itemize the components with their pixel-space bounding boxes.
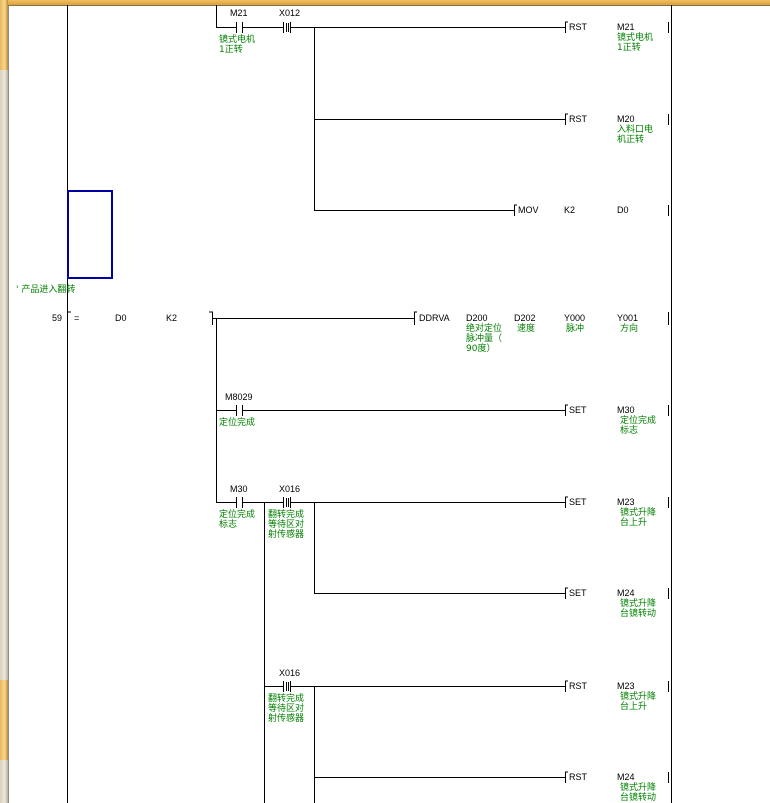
contact-label-x012[interactable]: X012 — [279, 8, 301, 18]
coil-comment-m21: 镜式电机 1正转 — [617, 33, 654, 53]
contact-comment-x016-b: 翻转完成 等待区对 射传感器 — [268, 694, 305, 724]
frame-accent-mid — [0, 680, 8, 760]
coil-device-m23-rst[interactable]: M23 — [617, 681, 635, 691]
coil-bracket-rst-m21 — [565, 21, 568, 33]
coil-device-m24-set[interactable]: M24 — [617, 588, 635, 598]
contact-label-x016-a[interactable]: X016 — [279, 484, 301, 494]
coil-comment-m24-rst: 镜式升降 台镜转动 — [620, 783, 657, 803]
contact-comment-x016-a: 翻转完成 等待区对 射传感器 — [268, 510, 305, 540]
step-number: 59 — [51, 313, 62, 323]
compare-arg2: K2 — [166, 313, 178, 323]
ddrva-op-y001[interactable]: Y001 — [617, 313, 639, 323]
coil-instr-set-m23[interactable]: SET — [569, 497, 587, 507]
coil-comment-m20: 入料口电 机正转 — [617, 125, 654, 145]
ddrva-comment-y001: 方向 — [620, 324, 639, 334]
ddrva-comment-d200: 绝对定位 脉冲量（ 90度） — [466, 324, 503, 354]
coil-instr-set-m30[interactable]: SET — [569, 405, 587, 415]
ddrva-op-d202[interactable]: D202 — [514, 313, 536, 323]
contact-comment-m30: 定位完成 标志 — [219, 510, 256, 530]
compare-operator: = — [74, 313, 80, 323]
coil-device-m21[interactable]: M21 — [617, 22, 635, 32]
contact-label-m30[interactable]: M30 — [230, 484, 248, 494]
contact-comment-m8029: 定位完成 — [219, 418, 256, 428]
ddrva-comment-y000: 脉冲 — [566, 324, 585, 334]
statement-comment: ' 产品进入翻转 — [16, 285, 76, 295]
coil-device-m30[interactable]: M30 — [617, 405, 635, 415]
coil-device-m20[interactable]: M20 — [617, 114, 635, 124]
frame-accent-top — [0, 0, 8, 70]
contact-label-m21[interactable]: M21 — [230, 8, 248, 18]
compare-bracket-left — [67, 311, 71, 325]
coil-comment-m23-rst: 镜式升降 台上升 — [620, 692, 657, 712]
ddrva-op-d200[interactable]: D200 — [466, 313, 488, 323]
ddrva-comment-d202: 速度 — [517, 324, 536, 334]
ddrva-op-y000[interactable]: Y000 — [564, 313, 586, 323]
contact-comment-m21: 镜式电机 1正转 — [219, 35, 256, 55]
compare-arg1: D0 — [115, 313, 127, 323]
coil-instr-rst-m20[interactable]: RST — [569, 114, 587, 124]
mov-src[interactable]: K2 — [564, 205, 576, 215]
coil-instr-mov[interactable]: MOV — [518, 205, 539, 215]
coil-comment-m30: 定位完成 标志 — [620, 416, 657, 436]
coil-device-m23-set[interactable]: M23 — [617, 497, 635, 507]
coil-comment-m24-set: 镜式升降 台镜转动 — [620, 599, 657, 619]
window-top-frame — [8, 0, 770, 6]
selection-cursor[interactable] — [67, 190, 113, 279]
contact-label-x016-b[interactable]: X016 — [279, 668, 301, 678]
coil-instr-rst-m23[interactable]: RST — [569, 681, 587, 691]
coil-instr-rst-m24[interactable]: RST — [569, 772, 587, 782]
coil-instr-set-m24[interactable]: SET — [569, 588, 587, 598]
coil-device-m24-rst[interactable]: M24 — [617, 772, 635, 782]
coil-instr-ddrva[interactable]: DDRVA — [419, 313, 450, 323]
coil-instr-rst-m21[interactable]: RST — [569, 22, 587, 32]
window-left-frame — [0, 0, 9, 803]
coil-comment-m23-set: 镜式升降 台上升 — [620, 508, 657, 528]
contact-label-m8029[interactable]: M8029 — [225, 392, 253, 402]
mov-dst[interactable]: D0 — [617, 205, 629, 215]
